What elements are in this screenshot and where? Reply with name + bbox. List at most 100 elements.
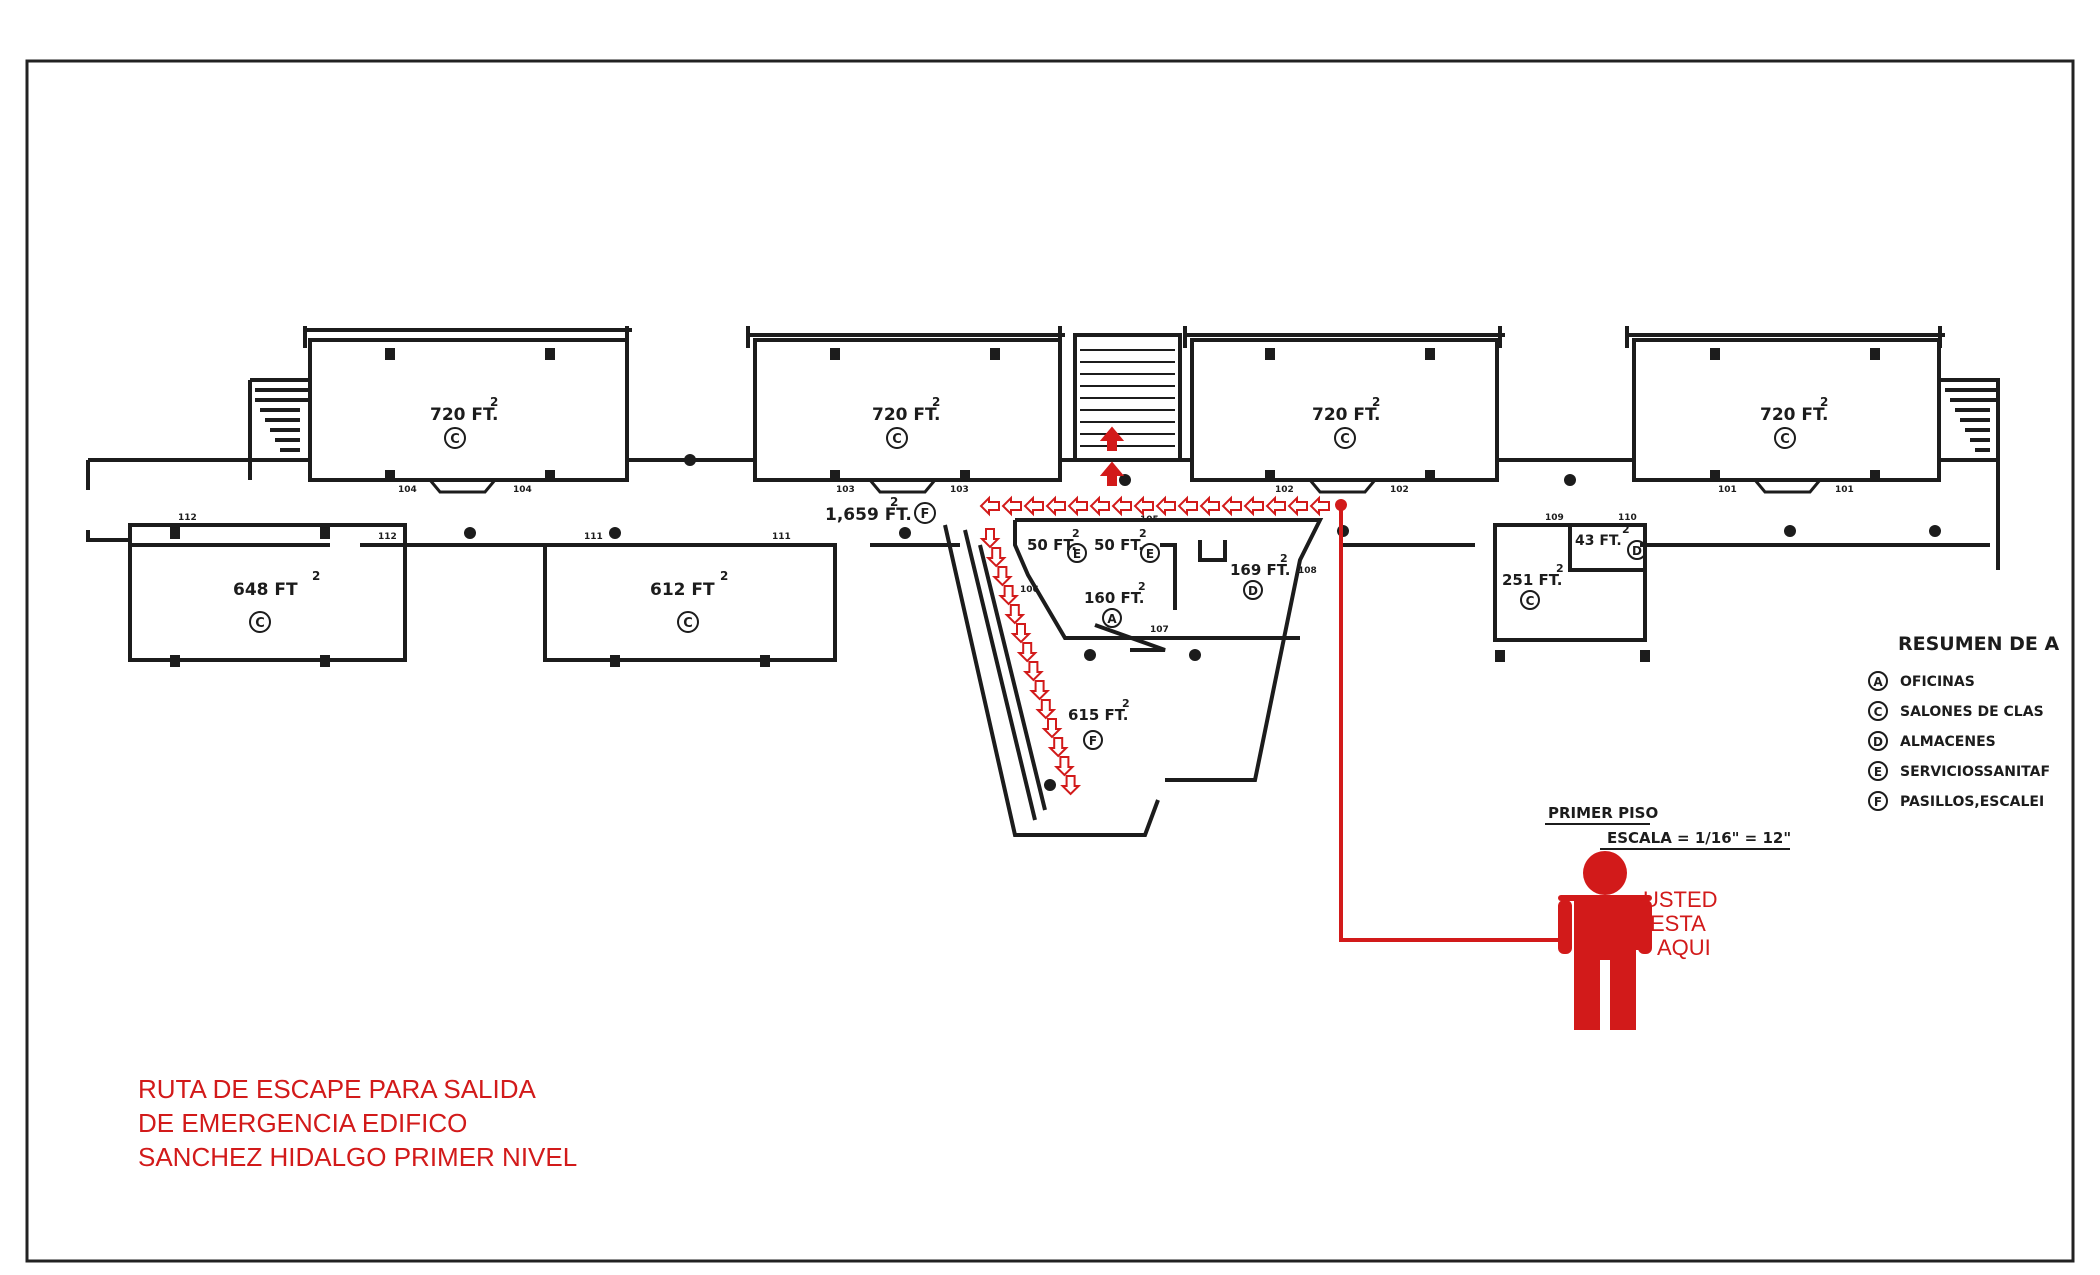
legend-key: F: [1874, 795, 1882, 809]
sup-2: 2: [1280, 552, 1288, 565]
room-s1: 648 FT 2 C: [233, 569, 320, 633]
legend-key-circle: [1868, 761, 1888, 781]
route-arrow: [1111, 495, 1132, 517]
columns: [170, 348, 1941, 791]
legend-key: C: [1874, 705, 1883, 719]
legend-title: RESUMEN DE A: [1898, 633, 2059, 655]
room-number: 105: [1140, 515, 1159, 525]
room-area: 50 FT.: [1094, 536, 1144, 554]
sup-2: 2: [1138, 580, 1146, 593]
room-area: 50 FT.: [1027, 536, 1077, 554]
route-arrow: [985, 547, 1007, 568]
route-arrow: [1265, 495, 1286, 517]
route-arrow: [1133, 495, 1154, 517]
room-area: 169 FT.: [1230, 561, 1290, 579]
route-arrow: [991, 566, 1013, 587]
room-area: 615 FT.: [1068, 706, 1128, 724]
route-arrow: [1016, 642, 1038, 663]
evacuation-route: [979, 495, 1330, 796]
legend-key: E: [1874, 765, 1882, 779]
sup-2: 2: [932, 395, 940, 409]
stair-treads: [1080, 349, 1175, 447]
room-number: 111: [772, 532, 791, 542]
route-arrow: [1035, 699, 1057, 720]
room-area: 43 FT.: [1575, 533, 1622, 549]
room-office: 160 FT. 2 A: [1084, 580, 1146, 628]
room-type: C: [683, 616, 693, 631]
legend-key-circle: [1868, 791, 1888, 811]
sup-2: 2: [1820, 395, 1828, 409]
legend-label: ALMACENES: [1900, 734, 1996, 750]
room-area: 720 FT.: [1760, 405, 1829, 425]
room-251: 251 FT. 2 C: [1502, 562, 1564, 610]
legend-key-circle: [1868, 701, 1888, 721]
route-arrow: [979, 528, 1001, 549]
route-arrow: [1004, 604, 1026, 625]
legend-key: A: [1873, 675, 1883, 689]
room-area: 720 FT.: [1312, 405, 1381, 425]
legend-item: C SALONES DE CLAS: [1868, 701, 2044, 721]
legend-key: D: [1873, 735, 1883, 749]
route-arrow: [1221, 495, 1242, 517]
legend-key-circle: [1868, 671, 1888, 691]
legend-label: OFICINAS: [1900, 674, 1975, 690]
sup-2: 2: [1556, 562, 1564, 575]
route-arrow: [1287, 495, 1308, 517]
room-number: 109: [1545, 513, 1564, 523]
route-arrow: [1022, 661, 1044, 682]
room-number: 107: [1150, 625, 1169, 635]
room-e2: 50 FT. 2 E: [1094, 527, 1160, 563]
legend-item: D ALMACENES: [1868, 731, 1996, 751]
room-number: 111: [584, 532, 603, 542]
route-arrow: [1155, 495, 1176, 517]
route-arrow: [1199, 495, 1220, 517]
room-n4: 720 FT. 2 C: [1760, 395, 1829, 449]
route-arrow: [998, 585, 1020, 606]
room-s2: 612 FT 2 C: [650, 569, 728, 633]
you-are-here-line-3: AQUI: [1657, 935, 1711, 960]
room-type: C: [1780, 432, 1790, 447]
room-area: 160 FT.: [1084, 589, 1144, 607]
scale-label: ESCALA = 1/16" = 12": [1607, 829, 1791, 847]
room-number: 103: [950, 485, 969, 495]
room-type: F: [921, 507, 930, 522]
room-area: 251 FT.: [1502, 571, 1562, 589]
route-up-arrows: [1099, 426, 1125, 486]
room-storage: 169 FT. 2 D: [1230, 552, 1290, 600]
room-area: 720 FT.: [872, 405, 941, 425]
building-walls: [86, 326, 2000, 837]
legend-item: F PASILLOS,ESCALEI: [1868, 791, 2044, 811]
sup-2: 2: [1122, 697, 1130, 710]
legend-label: PASILLOS,ESCALEI: [1900, 794, 2044, 810]
room-type: D: [1632, 544, 1642, 558]
room-numbers: 104 104 103 103 102 102 101 101 112 112 …: [178, 485, 1854, 635]
route-arrow: [1041, 718, 1063, 739]
room-lobby: 615 FT. 2 F: [1068, 697, 1130, 750]
room-number: 112: [378, 532, 397, 542]
legend-label: SALONES DE CLAS: [1900, 704, 2044, 720]
route-arrow: [1023, 495, 1044, 517]
sup-2: 2: [1139, 527, 1147, 540]
room-n2: 720 FT. 2 C: [872, 395, 941, 449]
you-are-here-line: [1339, 500, 1560, 942]
room-number: 102: [1390, 485, 1409, 495]
route-arrow: [1177, 495, 1198, 517]
room-area: 648 FT: [233, 580, 298, 600]
sheet-border: [25, 59, 2075, 1263]
room-type: C: [1340, 432, 1350, 447]
title-line-2: DE EMERGENCIA EDIFICO: [138, 1108, 467, 1138]
room-type: E: [1146, 547, 1154, 561]
sup-2: 2: [1622, 523, 1630, 536]
room-area: 1,659 FT.: [825, 505, 912, 525]
room-type: F: [1089, 734, 1097, 748]
room-number: 104: [513, 485, 532, 495]
route-arrow: [1029, 680, 1051, 701]
route-arrow: [1060, 775, 1082, 796]
room-type: C: [1526, 594, 1535, 608]
route-arrow: [1045, 495, 1066, 517]
room-number: 101: [1835, 485, 1854, 495]
room-number: 106: [1020, 585, 1039, 595]
you-are-here-label: USTED ESTA AQUI: [1643, 887, 1718, 960]
room-number: 108: [1298, 566, 1317, 576]
